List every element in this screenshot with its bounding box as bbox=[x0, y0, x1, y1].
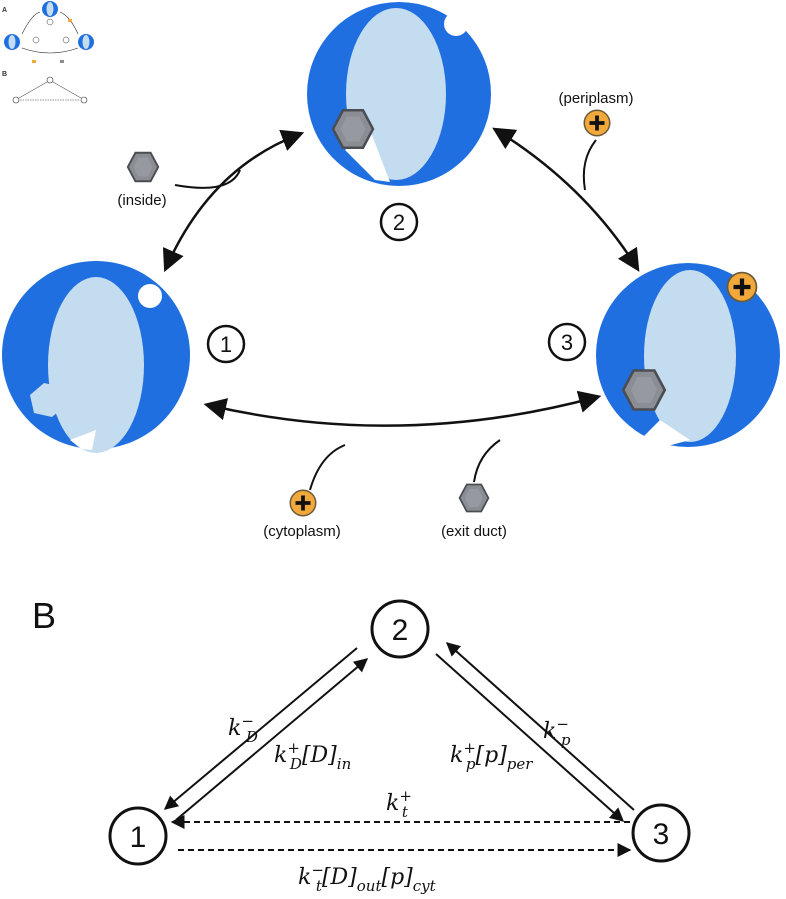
state-label-3: 3 bbox=[547, 322, 587, 362]
arrow-1-2 bbox=[162, 129, 305, 273]
inside-feed-line bbox=[174, 169, 241, 189]
arrow-1-to-2 bbox=[175, 658, 369, 821]
exit-duct-feed-line bbox=[473, 439, 501, 483]
rate-kp-minus: k−p bbox=[543, 715, 571, 749]
drug-hexagon-icon bbox=[458, 483, 490, 513]
proton-plus-icon bbox=[726, 271, 758, 303]
drug-hexagon-icon bbox=[331, 109, 375, 149]
protein-state-1 bbox=[2, 261, 190, 453]
kinetic-node-3: 3 bbox=[631, 803, 691, 863]
svg-text:1: 1 bbox=[130, 821, 147, 854]
rate-kt-plus: k+t bbox=[386, 787, 412, 821]
cytoplasm-feed-line bbox=[309, 444, 346, 491]
thumb-protein-3 bbox=[78, 34, 94, 50]
inside-label: (inside) bbox=[117, 192, 166, 209]
state-label-2: 2 bbox=[379, 202, 419, 242]
thumb-protein-1 bbox=[4, 34, 20, 50]
svg-text:1: 1 bbox=[220, 332, 232, 357]
svg-text:2: 2 bbox=[393, 210, 405, 235]
panel-b-title: B bbox=[32, 595, 56, 636]
thumb-panel-b-label: B bbox=[2, 71, 7, 78]
figure-thumbnail: A B bbox=[2, 1, 94, 104]
rate-kD-minus: k−D bbox=[228, 712, 258, 746]
arrow-1-3 bbox=[203, 390, 602, 427]
exit-duct-label: (exit duct) bbox=[441, 523, 507, 540]
proton-plus-icon bbox=[289, 489, 317, 517]
rate-kD-plus: k+D[D]in bbox=[274, 739, 351, 773]
periplasm-feed-line bbox=[582, 139, 597, 191]
arrow-2-to-1 bbox=[163, 647, 358, 810]
arrow-2-3 bbox=[492, 127, 640, 272]
kinetic-node-1: 1 bbox=[108, 806, 168, 866]
proton-plus-icon bbox=[583, 109, 611, 137]
svg-text:2: 2 bbox=[392, 614, 409, 647]
drug-hexagon-icon bbox=[621, 369, 667, 411]
cytoplasm-label: (cytoplasm) bbox=[263, 523, 341, 540]
kinetic-node-2: 2 bbox=[370, 599, 430, 659]
rate-kp-plus: k+p[p]per bbox=[450, 739, 533, 773]
thumb-panel-a-label: A bbox=[2, 7, 7, 14]
panel-a-arrows bbox=[162, 127, 640, 491]
drug-hexagon-icon bbox=[126, 151, 160, 183]
svg-text:3: 3 bbox=[653, 818, 670, 851]
periplasm-label: (periplasm) bbox=[558, 90, 633, 107]
rate-kt-minus: k−t[D]out[p]cyt bbox=[298, 861, 437, 895]
arrow-3-to-2 bbox=[445, 642, 635, 811]
thumb-protein-2 bbox=[42, 1, 58, 17]
panel-b-arrows bbox=[163, 642, 635, 857]
svg-text:3: 3 bbox=[561, 330, 573, 355]
protein-state-2 bbox=[307, 2, 491, 186]
protein-state-3 bbox=[596, 263, 780, 448]
state-label-1: 1 bbox=[206, 324, 246, 364]
arrow-2-to-3 bbox=[435, 653, 625, 822]
